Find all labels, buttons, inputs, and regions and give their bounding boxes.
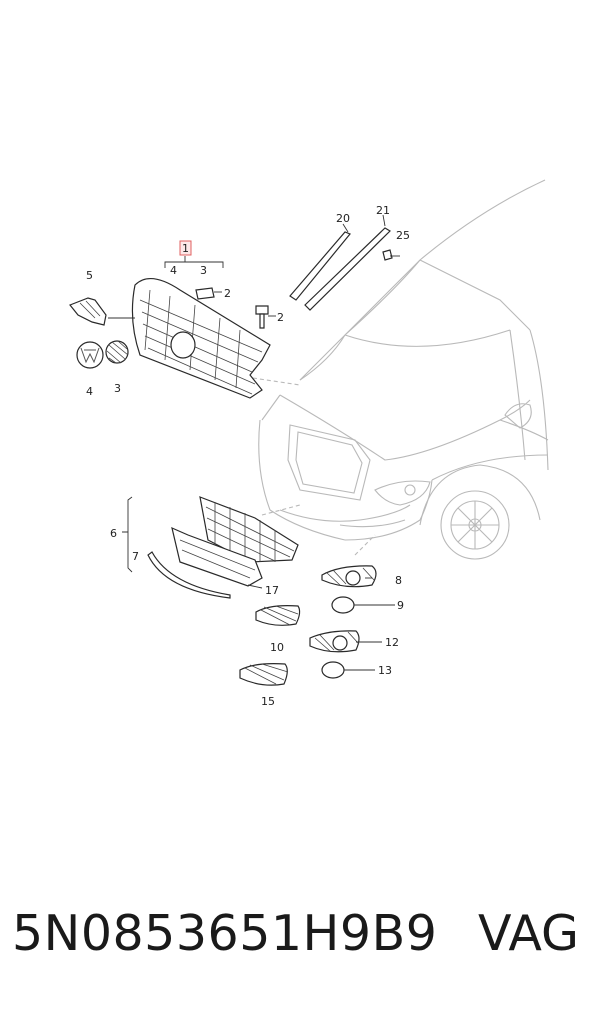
- callout-3-grille: 3: [200, 264, 207, 277]
- bracket-6: [122, 496, 133, 573]
- callout-6: 6: [110, 527, 117, 540]
- car-body-outline: [252, 179, 549, 560]
- radiator-grille: [108, 278, 271, 399]
- lower-grille-part-6: [199, 496, 299, 563]
- callout-13: 13: [378, 664, 392, 677]
- mesh-disc-part-3: [105, 340, 129, 364]
- lower-grille-frame-part-17: [171, 526, 263, 589]
- callout-7: 7: [132, 550, 139, 563]
- callout-1-highlight: [179, 240, 192, 256]
- blank-grille-part-10: [255, 605, 301, 626]
- bolt-part-2-upper: [195, 287, 222, 300]
- footer: 5N0853651H9B9 VAG: [0, 905, 600, 975]
- part-number: 5N0853651H9B9: [12, 905, 438, 962]
- vw-emblem-part-4: [76, 341, 104, 369]
- brand-name: VAG: [478, 905, 580, 962]
- trim-strip-part-20: [289, 223, 351, 301]
- callout-2-upper: 2: [224, 287, 231, 300]
- callout-17: 17: [265, 584, 279, 597]
- bracket-1: [164, 256, 224, 268]
- clip-part-25: [382, 249, 400, 261]
- trim-strip-part-21: [304, 214, 391, 311]
- callout-4-emblem: 4: [86, 385, 93, 398]
- bracket-part-5: [69, 297, 107, 326]
- ring-part-9: [331, 596, 395, 614]
- callout-5: 5: [86, 269, 93, 282]
- callout-15: 15: [261, 695, 275, 708]
- callout-2-lower: 2: [277, 311, 284, 324]
- callout-10: 10: [270, 641, 284, 654]
- callout-4-grille: 4: [170, 264, 177, 277]
- ring-part-13: [321, 661, 375, 679]
- callout-3-mesh: 3: [114, 382, 121, 395]
- callout-25: 25: [396, 229, 410, 242]
- callout-1: 1: [182, 242, 189, 255]
- callout-12: 12: [385, 636, 399, 649]
- blank-grille-part-15: [239, 663, 289, 686]
- bolt-part-2-lower: [255, 305, 276, 329]
- fog-lamp-bezel-part-12: [309, 630, 382, 653]
- trim-strip-part-7: [147, 551, 231, 599]
- callout-21: 21: [376, 204, 390, 217]
- fog-lamp-bezel-part-8: [321, 565, 377, 588]
- callout-8: 8: [395, 574, 402, 587]
- callout-20: 20: [336, 212, 350, 225]
- callout-9: 9: [397, 599, 404, 612]
